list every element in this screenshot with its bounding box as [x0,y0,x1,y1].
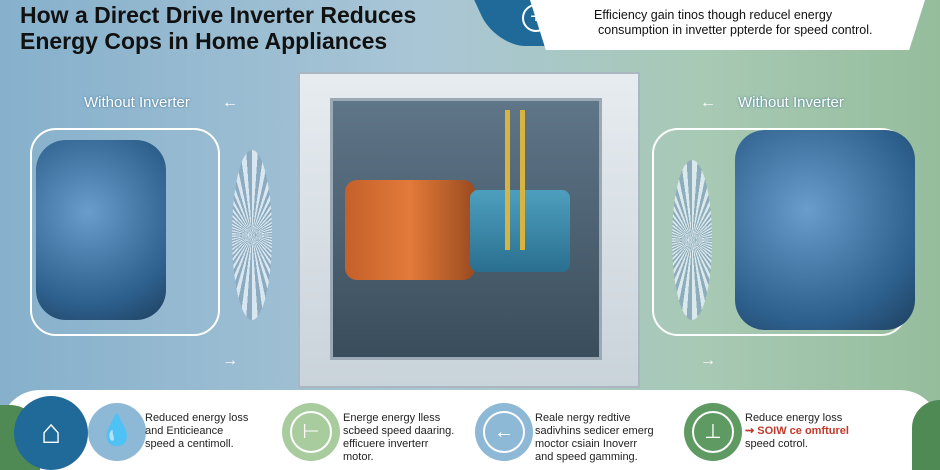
grass-decoration [912,400,940,470]
feature-line: Reduce energy loss [745,412,843,424]
arrow-left-icon: ← [222,94,238,111]
feature-text: Energe energy lless scbeed speed daaring… [343,412,454,464]
feature-line: ⇝ SOIW ce omfturel [745,425,849,437]
right-label: Without Inverter [738,94,844,111]
plus-circle-icon: + [522,4,550,32]
banner-line: Efficiency gain tinos though reducel ene… [594,8,833,22]
water-drop-icon: 💧 [88,403,146,461]
left-fan-image [232,150,272,320]
pipe [505,110,510,250]
feature-text: Reale nergy redtive sadivhins sedicer em… [535,412,654,464]
feature-line: motor. [343,451,374,463]
feature-strip [0,390,940,470]
arrow-right-icon: → [700,352,716,369]
feature-line: speed cotrol. [745,438,808,450]
motor-rotor-image [345,180,475,280]
feature-line: Reale nergy redtive [535,412,631,424]
feature-line: sadivhins sedicer emerg [535,425,654,437]
arrow-left-icon: ← [475,403,533,461]
feature-line: efficuere inverterr [343,438,429,450]
feature-text: Reduced energy loss and Enticieance spee… [145,412,248,451]
feature-line: Energe energy lless [343,412,441,424]
right-motor-image [735,130,915,330]
feature-text: Reduce energy loss ⇝ SOIW ce omfturel sp… [745,412,849,451]
pipe [520,110,525,250]
feature-line: speed a centimoll. [145,438,234,450]
left-motor-image [36,140,166,320]
banner-text: Efficiency gain tinos though reducel ene… [594,8,872,38]
clock-icon: ⊢ [282,403,340,461]
feature-line: and speed gamming. [535,451,638,463]
page-title: How a Direct Drive Inverter Reduces Ener… [20,2,417,54]
arrow-left-icon: ← [700,94,716,111]
home-icon: ⌂ [14,396,88,470]
left-label: Without Inverter [84,94,190,111]
right-fan-image [672,160,712,320]
feature-line: Reduced energy loss [145,412,249,424]
timer-icon: ⊥ [684,403,742,461]
arrow-right-icon: → [222,352,238,369]
left-motor-frame [30,128,220,336]
banner-line: consumption in invetter ppterde for spee… [598,23,873,37]
feature-line: scbeed speed daaring. [343,425,455,437]
feature-line: moctor csiain Inoverr [535,438,638,450]
info-banner [530,0,925,50]
feature-line: and Enticieance [145,425,224,437]
